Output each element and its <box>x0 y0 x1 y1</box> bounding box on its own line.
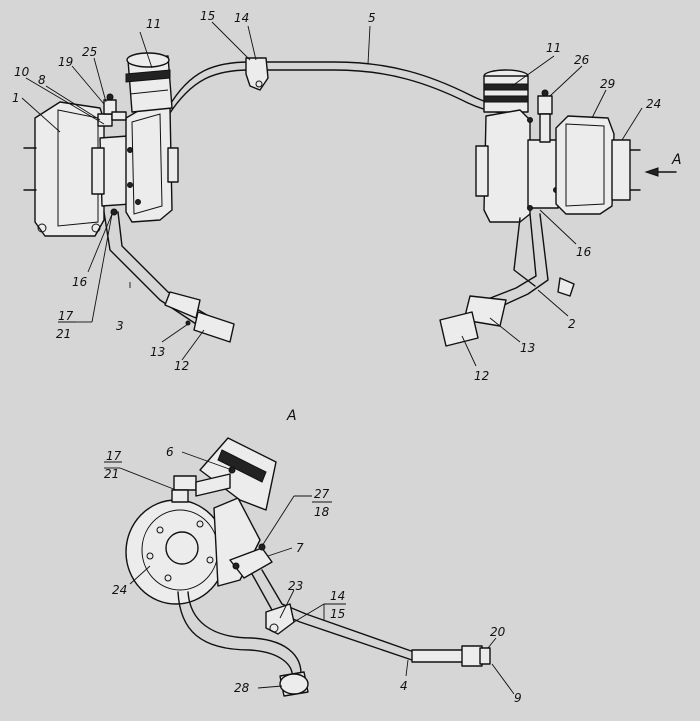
label-24-view: 24 <box>112 583 127 597</box>
label-14-view: 14 <box>330 589 345 603</box>
label-5: 5 <box>368 11 376 25</box>
label-23: 23 <box>288 579 303 593</box>
label-11-left: 11 <box>146 17 161 31</box>
right-turbocharger <box>439 69 641 347</box>
label-4: 4 <box>400 679 408 693</box>
label-15-top: 15 <box>200 9 215 23</box>
label-3: 3 <box>116 319 124 333</box>
label-25: 25 <box>82 45 97 59</box>
label-1: 1 <box>12 91 20 105</box>
label-21-left: 21 <box>56 327 71 341</box>
label-19: 19 <box>58 55 73 69</box>
label-11-right: 11 <box>546 41 561 55</box>
leader-lines <box>21 21 643 695</box>
arrow-label: A <box>671 152 682 168</box>
pipe-5 <box>167 61 521 117</box>
label-13-left: 13 <box>150 345 165 359</box>
label-8: 8 <box>38 73 46 87</box>
label-7: 7 <box>296 541 304 555</box>
part-labels: 11 15 14 5 25 19 10 8 1 16 17 21 3 13 12… <box>12 9 661 705</box>
label-17-view: 17 <box>106 449 122 463</box>
label-18: 18 <box>314 505 330 519</box>
view-arrow-a: A <box>644 152 682 177</box>
label-10: 10 <box>14 65 30 79</box>
label-12-left: 12 <box>174 359 189 373</box>
view-a-turbocharger <box>125 437 491 697</box>
label-13-right: 13 <box>520 341 535 355</box>
label-12-right: 12 <box>474 369 489 383</box>
left-turbocharger <box>23 52 235 343</box>
label-15-view: 15 <box>330 607 345 621</box>
label-20: 20 <box>490 625 506 639</box>
label-16-left: 16 <box>72 275 88 289</box>
label-26: 26 <box>574 53 590 67</box>
label-6: 6 <box>166 445 174 459</box>
label-16-right: 16 <box>576 245 592 259</box>
label-14-top: 14 <box>234 11 249 25</box>
label-29: 29 <box>600 77 615 91</box>
view-label: A <box>286 408 297 424</box>
label-24-top: 24 <box>646 97 661 111</box>
label-17-left: 17 <box>58 309 74 323</box>
label-9: 9 <box>514 691 522 705</box>
label-27: 27 <box>314 487 330 501</box>
label-21-view: 21 <box>104 467 119 481</box>
label-2: 2 <box>568 317 576 331</box>
pipe-clamp-14 <box>245 57 269 91</box>
label-28: 28 <box>234 681 250 695</box>
